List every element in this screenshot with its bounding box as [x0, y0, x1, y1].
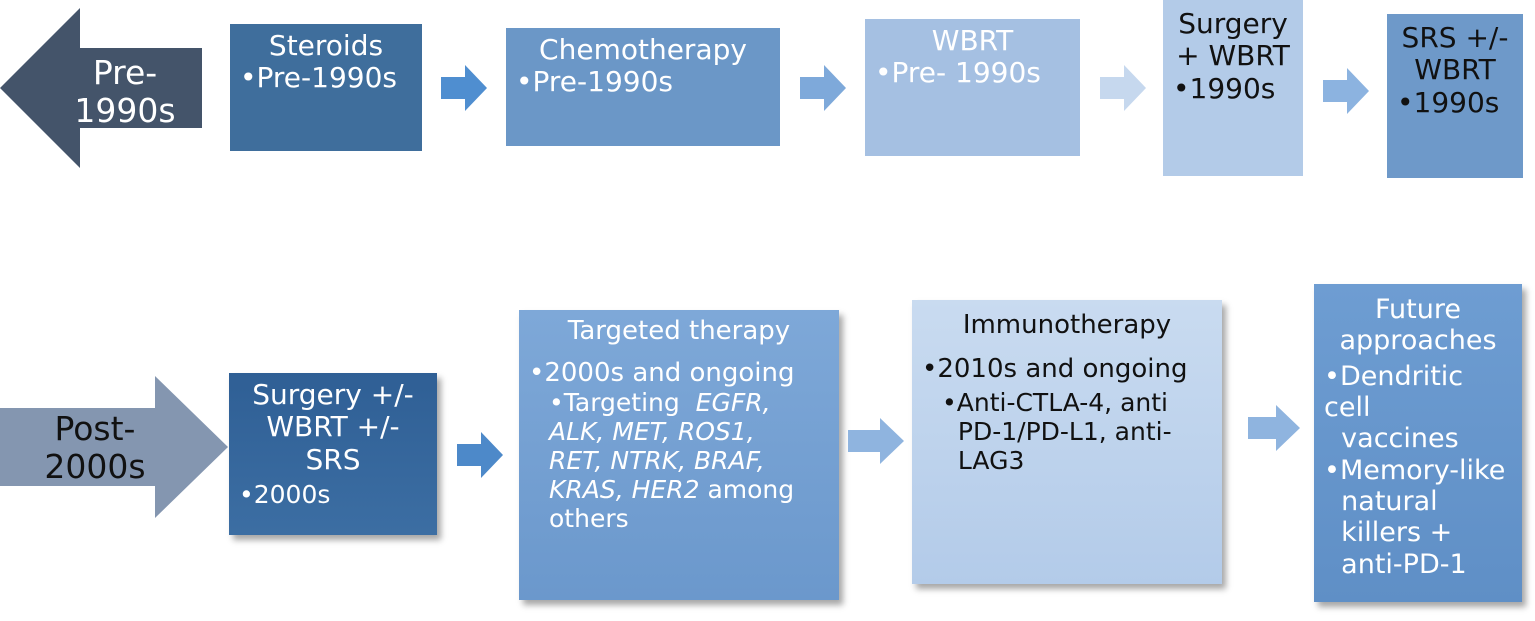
checkpoint-line2: PD-1/PD-L1, anti- — [957, 417, 1172, 447]
flow-arrow-icon — [441, 65, 487, 111]
pre-1990s-era-label: Pre- 1990s — [70, 54, 180, 130]
post-2000s-era-label: Post- 2000s — [30, 410, 160, 486]
steroids-title: Steroids — [268, 29, 384, 62]
surgery-wbrt-title-line1: Surgery — [1178, 7, 1288, 40]
wbrt-title: WBRT — [931, 24, 1014, 57]
immunotherapy-title: Immunotherapy — [962, 310, 1172, 340]
future-title-line2: approaches — [1339, 325, 1497, 357]
memory-line2: natural — [1341, 485, 1438, 517]
post-era-line2: 2000s — [44, 446, 146, 486]
targeted-therapy-bullet: 2000s and ongoing — [529, 358, 829, 388]
steroids-box: Steroids Pre-1990s — [230, 24, 422, 151]
targeted-therapy-box: Targeted therapy 2000s and ongoing Targe… — [519, 310, 839, 600]
future-approaches-box: Future approaches Dendritic cell vaccine… — [1314, 284, 1522, 602]
surgery-wbrt-bullet: 1990s — [1173, 72, 1293, 105]
post-era-line1: Post- — [54, 409, 136, 448]
surgery-srs-title-line2: WBRT +/- — [266, 410, 400, 444]
srs-wbrt-title-line2: WBRT — [1414, 53, 1496, 87]
surgery-srs-title-line3: SRS — [305, 442, 361, 476]
srs-wbrt-title-line1: SRS +/- — [1401, 21, 1509, 54]
srs-wbrt-bullet: 1990s — [1397, 86, 1513, 119]
immunotherapy-box: Immunotherapy 2010s and ongoing Anti-CTL… — [912, 300, 1222, 584]
srs-wbrt-box: SRS +/- WBRT 1990s — [1387, 14, 1523, 178]
pre-era-line2: 1990s — [74, 90, 176, 130]
surgery-wbrt-box: Surgery + WBRT 1990s — [1163, 0, 1303, 176]
memory-line3: killers + — [1341, 517, 1453, 549]
flow-arrow-icon — [800, 65, 846, 111]
genes-line4: KRAS, HER2 — [549, 475, 700, 505]
wbrt-bullet: Pre- 1990s — [875, 56, 1070, 89]
genes-line2: ALK, MET, ROS1, — [549, 417, 755, 447]
memory-line1: Memory-like — [1339, 454, 1506, 486]
among-text: among — [699, 475, 795, 505]
checkpoint-line3: LAG3 — [957, 446, 1025, 476]
surgery-wbrt-title-line2: + WBRT — [1176, 39, 1290, 73]
chemotherapy-title: Chemotherapy — [539, 33, 747, 66]
future-bullet-memory-nk: Memory-like natural killers + anti-PD-1 — [1324, 455, 1512, 580]
dendritic-line1: Dendritic cell — [1324, 360, 1464, 423]
others-text: others — [549, 504, 629, 534]
immunotherapy-bullet: 2010s and ongoing — [922, 354, 1212, 384]
memory-line4: anti-PD-1 — [1341, 548, 1467, 580]
checkpoint-list: Anti-CTLA-4, anti PD-1/PD-L1, anti- LAG3 — [922, 388, 1212, 475]
steroids-bullet: Pre-1990s — [240, 61, 412, 94]
pre-era-line1: Pre- — [92, 53, 158, 92]
future-bullet-dendritic: Dendritic cell vaccines — [1324, 361, 1512, 455]
surgery-srs-title-line1: Surgery +/- — [252, 378, 414, 411]
dendritic-line2: vaccines — [1341, 423, 1459, 455]
targeted-therapy-title: Targeted therapy — [567, 316, 791, 346]
flow-arrow-icon — [1323, 68, 1369, 114]
chemotherapy-box: Chemotherapy Pre-1990s — [506, 28, 780, 146]
targeted-genes-list: Targeting EGFR,ALK, MET, ROS1,RET, NTRK,… — [529, 388, 829, 533]
genes-line1: EGFR, — [695, 388, 771, 418]
surgery-srs-bullet: 2000s — [239, 480, 427, 509]
chemotherapy-bullet: Pre-1990s — [516, 65, 770, 98]
genes-line3: RET, NTRK, BRAF, — [549, 446, 765, 476]
post-2000s-era-arrow — [0, 376, 228, 518]
flow-arrow-icon — [457, 432, 503, 478]
pre-1990s-era-arrow — [0, 8, 202, 168]
surgery-srs-box: Surgery +/- WBRT +/- SRS 2000s — [229, 373, 437, 535]
flow-arrow-icon — [1248, 405, 1300, 451]
wbrt-box: WBRT Pre- 1990s — [865, 19, 1080, 156]
flow-arrow-icon — [1100, 65, 1146, 111]
flow-arrow-icon — [848, 418, 904, 464]
future-title-line1: Future — [1375, 294, 1461, 325]
targeting-prefix: Targeting — [563, 388, 680, 418]
checkpoint-line1: Anti-CTLA-4, anti — [956, 388, 1168, 418]
